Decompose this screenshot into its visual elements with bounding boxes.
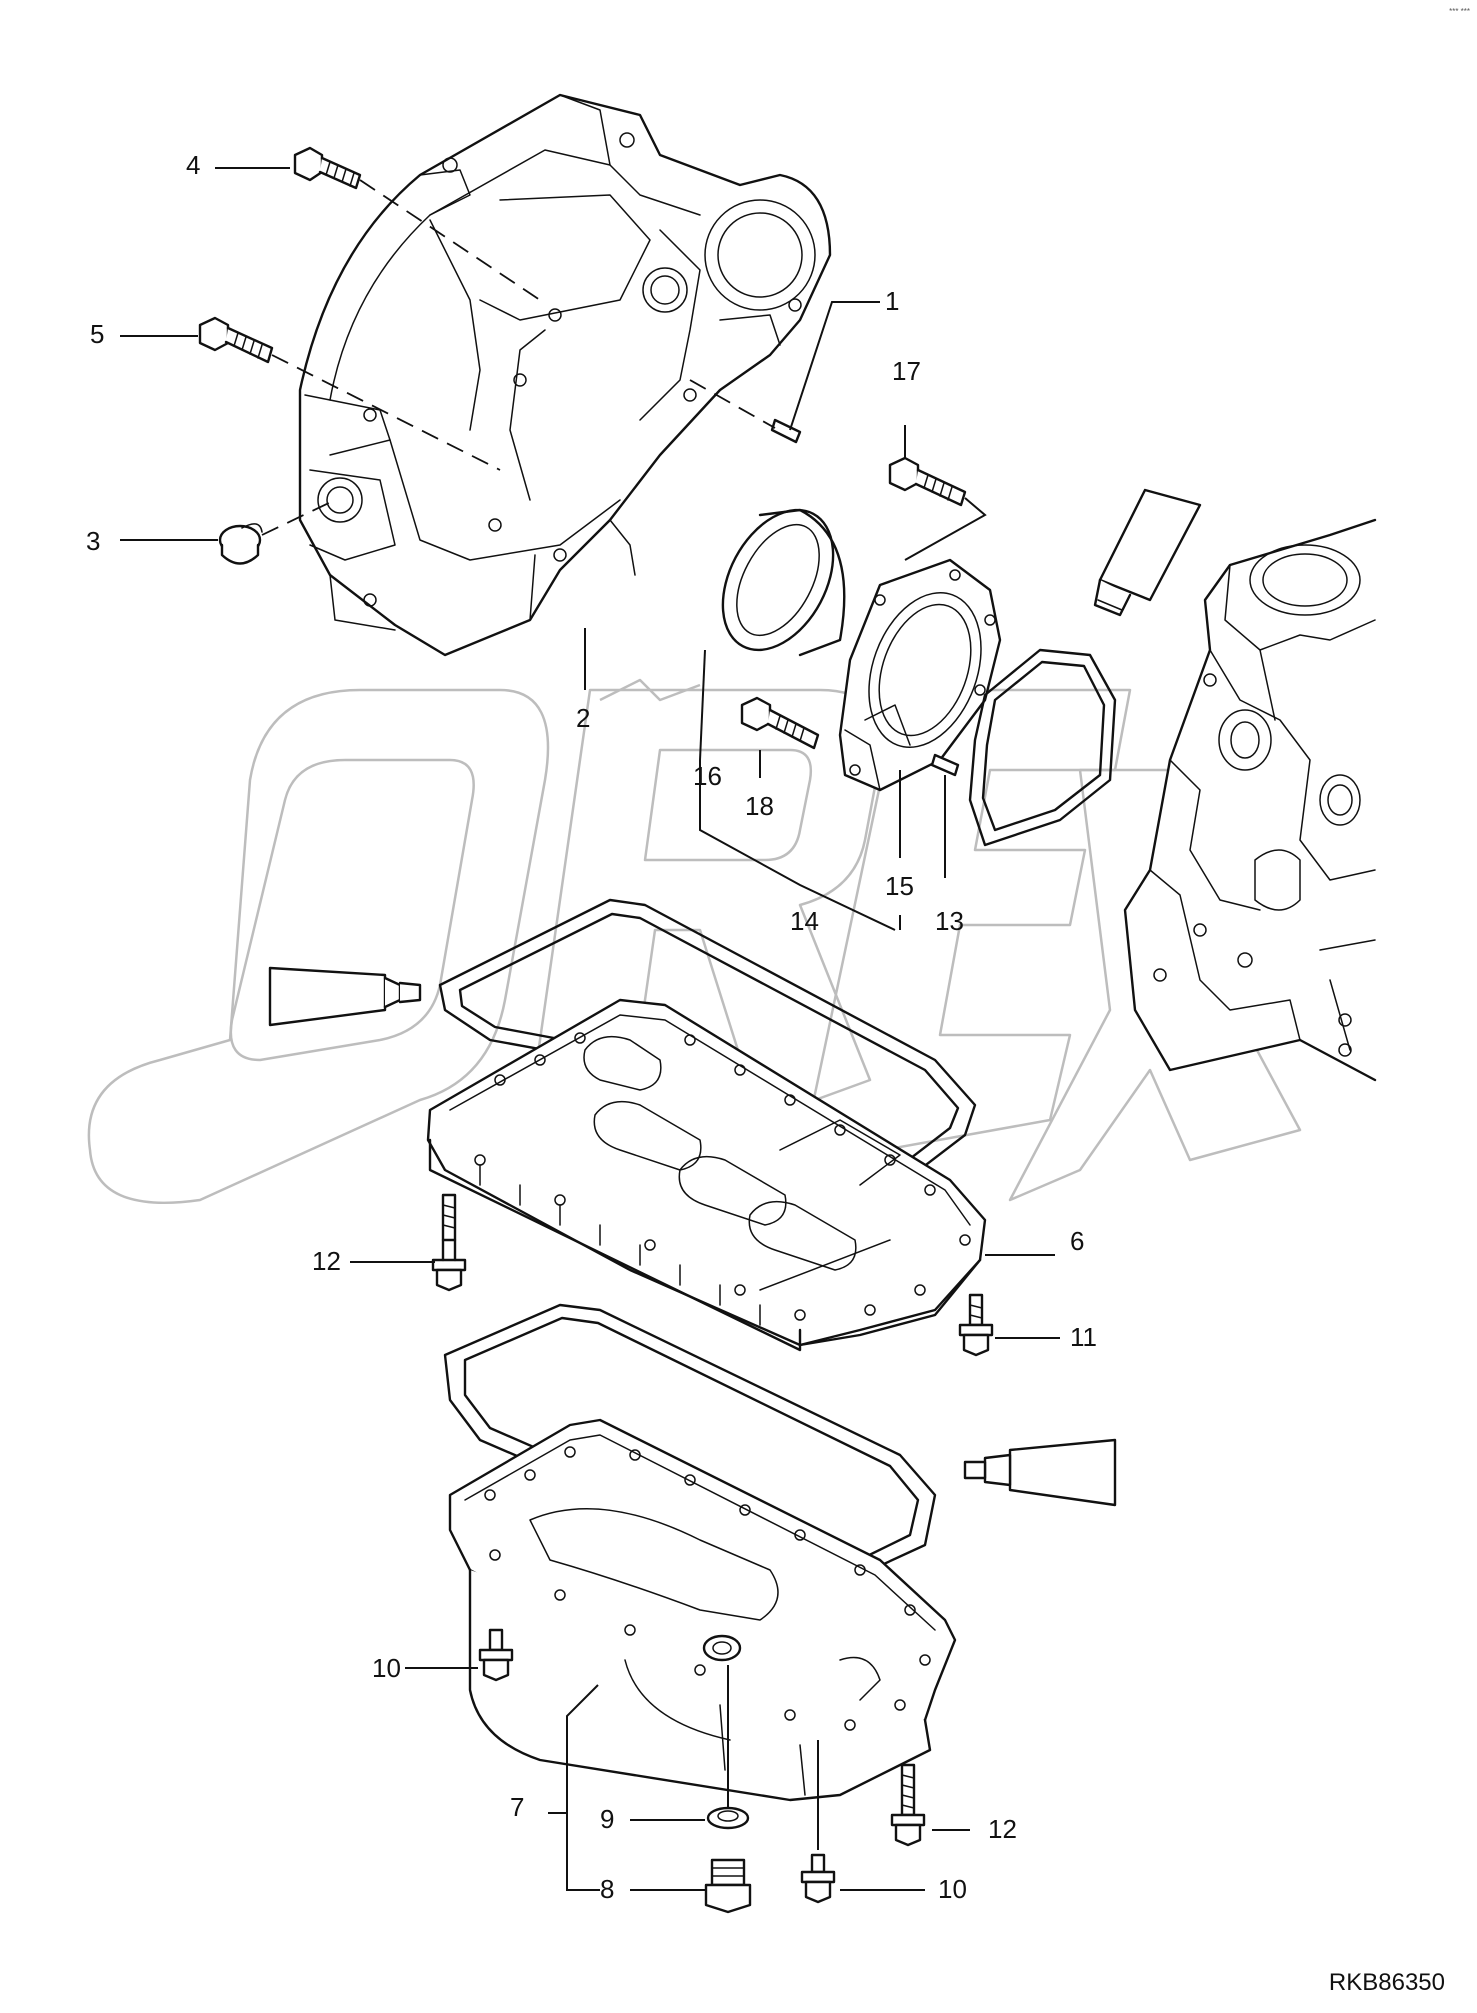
callout-4: 4 [186,150,200,180]
cylinder-block [1123,518,1377,1082]
drawing-code: RKB86350 [1329,1969,1445,1996]
bolt-10-right [800,1853,836,1904]
bolt-12-lower [890,1763,926,1847]
dowel-pin-13 [930,753,960,777]
callout-12-lower: 12 [988,1814,1017,1844]
bolt-11 [958,1293,994,1357]
callout-12-upper: 12 [312,1246,341,1276]
plug-3 [218,523,263,565]
flywheel-housing [298,93,832,657]
assembly-dash-lines [261,179,776,536]
callout-7: 7 [510,1792,524,1822]
rear-cover-gasket [968,648,1117,847]
oil-seal-16 [721,508,846,657]
callout-18: 18 [745,791,774,821]
callout-15: 15 [885,871,914,901]
leader-lines [120,167,1060,1891]
callout-9: 9 [600,1804,614,1834]
callout-10-right: 10 [938,1874,967,1904]
callout-5: 5 [90,319,104,349]
callout-11: 11 [1070,1322,1097,1352]
callout-10-left: 10 [372,1653,401,1683]
dowel-pin-1 [770,418,802,444]
callout-3: 3 [86,526,100,556]
bolt-18 [740,696,820,750]
callout-1: 1 [885,286,899,316]
callout-16: 16 [693,761,722,791]
callout-2: 2 [576,703,590,733]
bolt-17 [888,456,987,561]
corner-mark: *** *** [1449,7,1470,16]
callout-14: 14 [790,906,819,936]
bolt-10-left [478,1628,514,1682]
sealant-tube-left [268,966,422,1027]
callout-6: 6 [1070,1226,1084,1256]
oil-pan-7 [448,1418,957,1802]
washer-9 [706,1806,750,1830]
bolt-5 [198,316,274,364]
sealant-tube-top [1093,488,1202,617]
callout-17: 17 [892,356,921,386]
ladder-frame-6 [426,998,987,1352]
callout-13: 13 [935,906,964,936]
drain-plug-8 [704,1858,752,1914]
callout-labels: 1 2 3 4 5 6 7 8 9 10 10 11 12 12 13 14 1… [86,150,1097,1904]
sealant-tube-right [963,1438,1117,1507]
seal-carrier-15 [838,558,1002,792]
lower-oil-pan-gasket [443,1303,937,1577]
bolt-4 [293,146,362,190]
callout-8: 8 [600,1874,614,1904]
bolt-12-upper [431,1193,467,1292]
